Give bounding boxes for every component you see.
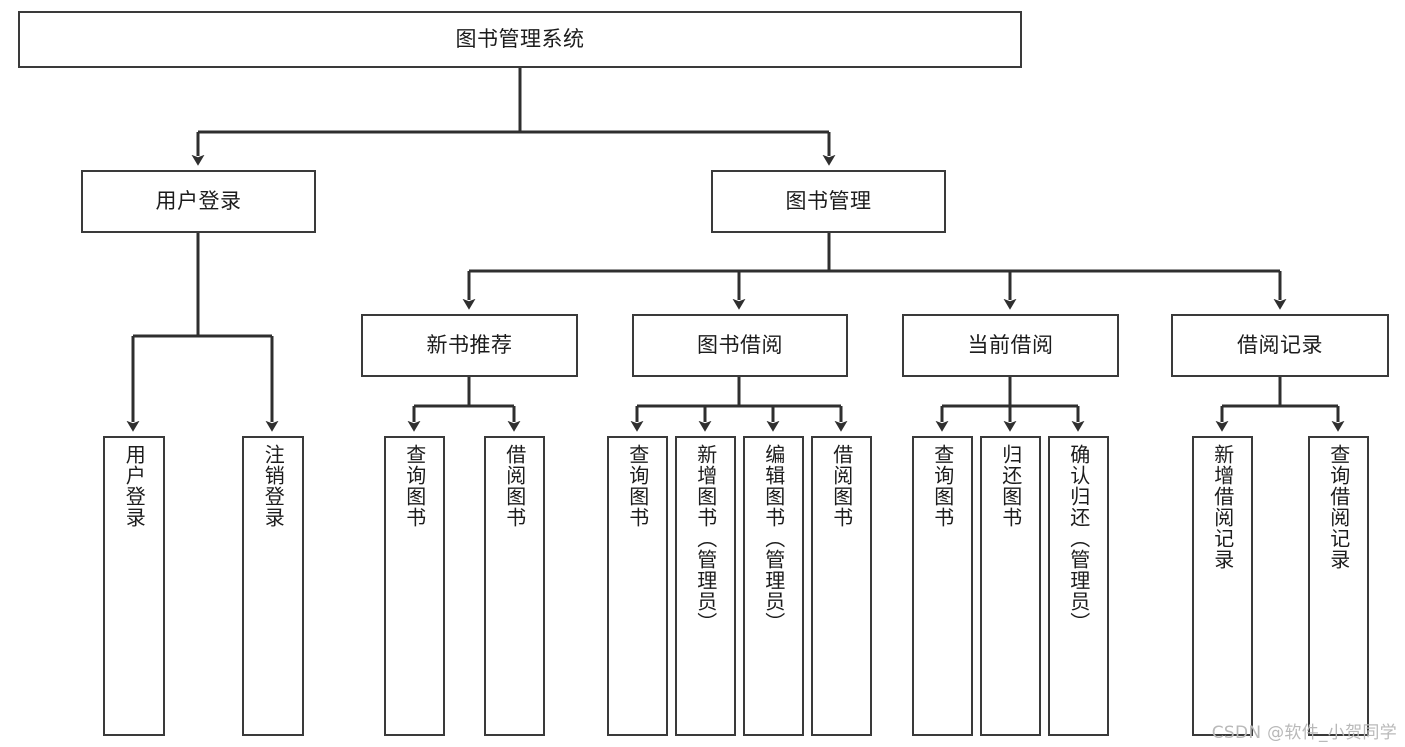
node-book-manage[interactable]: 图书管理 — [711, 170, 946, 233]
node-leaf-add-book-label: 新增图书（管理员） — [693, 444, 718, 633]
node-leaf-query-book-3[interactable]: 查询图书 — [912, 436, 973, 736]
node-leaf-query-record[interactable]: 查询借阅记录 — [1308, 436, 1369, 736]
node-leaf-return-book[interactable]: 归还图书 — [980, 436, 1041, 736]
watermark: CSDN @软件_小贺同学 — [1211, 723, 1397, 743]
node-leaf-borrow-book-2[interactable]: 借阅图书 — [811, 436, 872, 736]
node-leaf-edit-book-label: 编辑图书（管理员） — [761, 444, 786, 633]
node-root-label: 图书管理系统 — [455, 27, 585, 52]
node-leaf-borrow-book-1[interactable]: 借阅图书 — [484, 436, 545, 736]
node-book-manage-label: 图书管理 — [785, 189, 872, 214]
node-leaf-return-book-label: 归还图书 — [998, 444, 1023, 528]
node-leaf-borrow-book-2-label: 借阅图书 — [829, 444, 854, 528]
node-leaf-query-book-1-label: 查询图书 — [402, 444, 427, 528]
node-leaf-user-login[interactable]: 用户登录 — [103, 436, 165, 736]
node-book-borrow[interactable]: 图书借阅 — [632, 314, 848, 377]
node-leaf-add-record[interactable]: 新增借阅记录 — [1192, 436, 1253, 736]
node-leaf-user-login-label: 用户登录 — [122, 444, 147, 528]
node-book-borrow-label: 图书借阅 — [697, 333, 783, 358]
node-user-login-label: 用户登录 — [155, 189, 242, 214]
node-leaf-add-book[interactable]: 新增图书（管理员） — [675, 436, 736, 736]
node-leaf-logout-label: 注销登录 — [261, 444, 286, 528]
node-leaf-add-record-label: 新增借阅记录 — [1210, 444, 1235, 570]
node-leaf-query-book-3-label: 查询图书 — [930, 444, 955, 528]
node-new-book-rec-label: 新书推荐 — [426, 333, 513, 358]
node-leaf-borrow-book-1-label: 借阅图书 — [502, 444, 527, 528]
node-current-borrow-label: 当前借阅 — [967, 333, 1054, 358]
node-leaf-edit-book[interactable]: 编辑图书（管理员） — [743, 436, 804, 736]
node-leaf-query-book-2-label: 查询图书 — [625, 444, 650, 528]
node-new-book-rec[interactable]: 新书推荐 — [361, 314, 578, 377]
node-leaf-query-book-1[interactable]: 查询图书 — [384, 436, 445, 736]
node-borrow-record-label: 借阅记录 — [1237, 333, 1323, 358]
node-leaf-logout[interactable]: 注销登录 — [242, 436, 304, 736]
node-leaf-query-record-label: 查询借阅记录 — [1326, 444, 1351, 570]
node-user-login[interactable]: 用户登录 — [81, 170, 316, 233]
node-current-borrow[interactable]: 当前借阅 — [902, 314, 1119, 377]
node-borrow-record[interactable]: 借阅记录 — [1171, 314, 1389, 377]
node-leaf-query-book-2[interactable]: 查询图书 — [607, 436, 668, 736]
node-leaf-confirm-return[interactable]: 确认归还（管理员） — [1048, 436, 1109, 736]
node-leaf-confirm-return-label: 确认归还（管理员） — [1066, 444, 1091, 633]
node-root[interactable]: 图书管理系统 — [18, 11, 1022, 68]
